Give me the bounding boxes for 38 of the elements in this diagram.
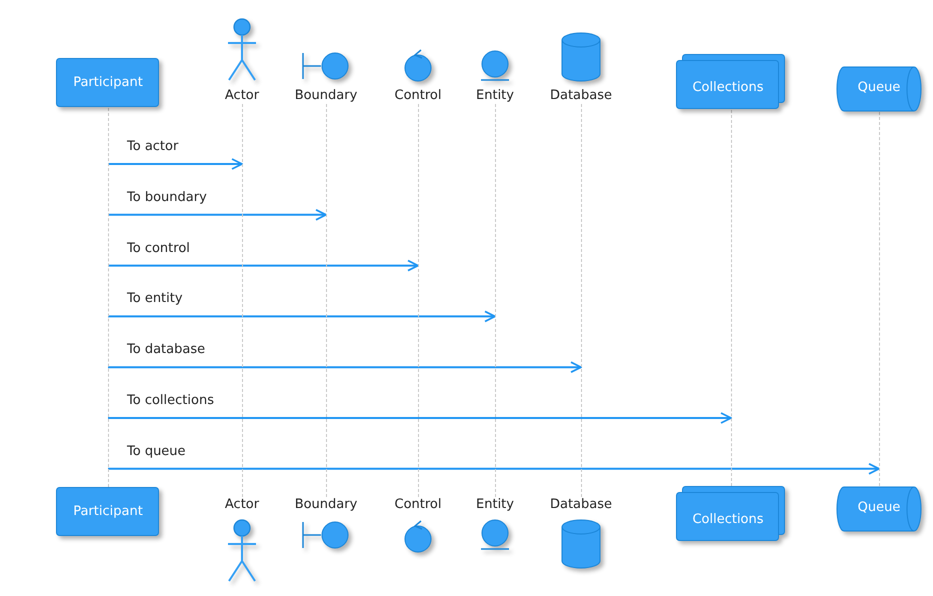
participant-label: Entity: [476, 88, 514, 104]
message-label: To queue: [127, 444, 186, 459]
lifeline: [876, 112, 882, 486]
participant-label: Participant: [72, 504, 144, 520]
message-arrow: [108, 310, 496, 322]
participant-label: Participant: [72, 75, 144, 91]
participant-label: Collections: [691, 80, 765, 96]
lifeline: [492, 104, 498, 497]
message-arrow: [108, 260, 419, 272]
participant-label: Queue: [856, 80, 902, 96]
participant-label: Database: [550, 88, 612, 104]
lifeline: [323, 104, 329, 497]
message-label: To control: [127, 240, 190, 256]
message-label: To collections: [127, 393, 214, 408]
participant-label: Queue: [856, 500, 902, 516]
message-arrow: [108, 208, 327, 221]
participant-label: Actor: [224, 497, 260, 513]
message-label: To database: [127, 342, 206, 358]
participant-label: Control: [394, 88, 442, 104]
participant-label: Collections: [691, 512, 765, 528]
message-label: To actor: [127, 139, 178, 154]
participant-label: Control: [394, 497, 442, 513]
message-arrow: [108, 462, 880, 475]
lifeline: [239, 104, 245, 497]
participant-label: Boundary: [294, 497, 358, 513]
lifeline: [728, 110, 734, 486]
message-label: To boundary: [127, 190, 207, 205]
participant-label: Actor: [224, 88, 260, 104]
participant-label: Entity: [476, 497, 514, 513]
message-label: To entity: [127, 291, 183, 306]
message-arrow: [108, 361, 582, 374]
lifeline: [415, 104, 421, 497]
lifeline: [578, 104, 584, 497]
participant-label: Boundary: [294, 88, 358, 104]
participant-label: Database: [550, 497, 612, 513]
message-arrow: [108, 412, 732, 424]
message-arrow: [108, 158, 243, 170]
lifeline: [105, 108, 111, 487]
